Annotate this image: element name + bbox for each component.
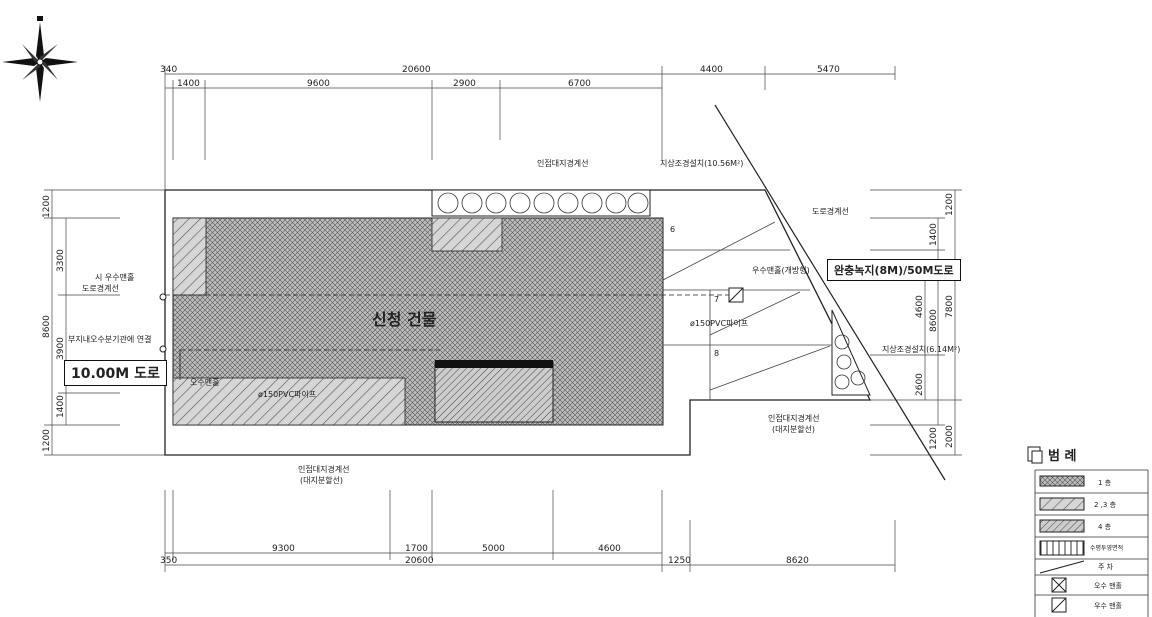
city-manhole-icon (159, 293, 167, 301)
dim-bottom-1700: 1700 (405, 544, 428, 554)
legend-swatch-7-x (1051, 597, 1067, 613)
parking-number-8: 8 (714, 349, 719, 358)
legend-label-2: 2 ,3 층 (1094, 500, 1117, 509)
dim-right-2000: 2000 (945, 425, 955, 448)
legend-swatch-2 (1039, 497, 1085, 511)
dim-bottom-350: 350 (160, 556, 177, 566)
label-city-rain-manhole: 시 우수맨홀 (95, 272, 134, 282)
north-arrow-icon (2, 16, 78, 102)
label-lot-split-bottom: (대지분할선) (300, 475, 343, 485)
label-adjacent-boundary-top: 인접대지경계선 (537, 158, 589, 168)
legend-swatch-3 (1039, 519, 1085, 533)
label-landscape-top: 지상조경설치(10.56M²) (660, 158, 743, 168)
dim-top-2900: 2900 (453, 79, 476, 89)
dim-left-1400: 1400 (56, 395, 66, 418)
green-road-label-box: 완충녹지(8M)/50M도로 (827, 259, 961, 281)
dim-bottom-5000: 5000 (482, 544, 505, 554)
label-adjacent-boundary-bottom-right: 인접대지경계선 (768, 413, 820, 423)
building-hatch-left (172, 217, 207, 296)
dim-left-8600: 8600 (42, 315, 52, 338)
building-hatch-bottom (172, 377, 406, 426)
road-boundary-line (714, 104, 946, 481)
label-rain-manhole-vent: 우수맨홀(개방형) (752, 265, 810, 275)
building-title: 신청 건물 (372, 310, 437, 329)
dim-right-8600: 8600 (929, 309, 939, 332)
dim-bottom-1250: 1250 (668, 556, 691, 566)
dim-bottom-8620: 8620 (786, 556, 809, 566)
legend-label-4: 수평투영면적 (1090, 544, 1123, 552)
dim-right-1400: 1400 (929, 223, 939, 246)
parking-number-7: 7 (714, 295, 719, 304)
bottom-dimension-lines (164, 490, 896, 572)
dim-top-9600: 9600 (307, 79, 330, 89)
legend-swatch-1 (1039, 475, 1085, 487)
dim-left-1200-top: 1200 (42, 195, 52, 218)
dim-top-4400: 4400 (700, 65, 723, 75)
dim-right-2600: 2600 (915, 373, 925, 396)
dim-top-340: 340 (160, 65, 177, 75)
top-dimension-lines (164, 66, 896, 190)
label-adjacent-boundary-bottom: 인접대지경계선 (298, 464, 350, 474)
legend-title: 범 례 (1048, 448, 1076, 464)
dim-right-1200-low: 1200 (929, 427, 939, 450)
label-lot-split-right: (대지분할선) (772, 424, 815, 434)
right-dimension-lines (870, 189, 962, 456)
legend-icon-back (1031, 450, 1043, 464)
landscape-area-right (831, 309, 871, 396)
road-label-box: 10.00M 도로 (64, 360, 167, 386)
dim-top-1400: 1400 (177, 79, 200, 89)
first-floor-strip (435, 360, 553, 368)
dim-right-7800: 7800 (945, 295, 955, 318)
label-road-boundary-right: 도로경계선 (812, 206, 849, 216)
rain-manhole-mark (728, 287, 744, 303)
legend-label-1: 1 층 (1098, 478, 1112, 487)
dim-top-5470: 5470 (817, 65, 840, 75)
label-landscape-right: 지상조경설치(6.14M²) (882, 344, 960, 354)
legend-label-3: 4 층 (1098, 522, 1112, 531)
dim-left-1200-bottom: 1200 (42, 429, 52, 452)
sewage-connection-icon (159, 345, 167, 353)
label-pvc-pipe-bottom: ø150PVC파이프 (258, 389, 316, 399)
dim-bottom-20600: 20600 (405, 556, 434, 566)
parking-number-6: 6 (670, 225, 675, 234)
tree-icons-top (437, 192, 649, 214)
dim-left-3900: 3900 (56, 337, 66, 360)
legend-label-7: 우수 맨홀 (1094, 601, 1123, 610)
label-road-boundary-left: 도로경계선 (82, 283, 119, 293)
legend: 범 례 1 층 2 ,3 층 4 층 수평투영면적 주 차 오수 맨홀 우수 맨… (1027, 446, 1149, 617)
label-pvc-pipe-right: ø150PVC파이프 (690, 318, 748, 328)
legend-swatch-6-x2 (1051, 577, 1067, 593)
label-sewage-connect: 부지내오수분기관에 연결 (68, 334, 152, 344)
site-boundary (164, 189, 872, 456)
dim-left-3300: 3300 (56, 249, 66, 272)
legend-swatch-4 (1039, 540, 1085, 556)
dim-bottom-4600: 4600 (598, 544, 621, 554)
dim-right-1200: 1200 (945, 193, 955, 216)
dim-top-6700: 6700 (568, 79, 591, 89)
legend-swatch-5 (1039, 560, 1085, 574)
tree-icons-right (834, 334, 866, 390)
dim-bottom-9300: 9300 (272, 544, 295, 554)
dim-right-4600: 4600 (915, 295, 925, 318)
dim-top-20600: 20600 (402, 65, 431, 75)
building-hatch-core (434, 361, 554, 423)
left-dimension-lines (44, 189, 165, 456)
parking-stalls (662, 221, 832, 400)
legend-label-6: 오수 맨홀 (1094, 581, 1123, 590)
rain-pipe (165, 294, 735, 380)
building-hatch-top (431, 217, 503, 252)
landscape-area-top (431, 189, 651, 217)
legend-label-5: 주 차 (1098, 562, 1114, 571)
label-sewage-manhole: 오수맨홀 (190, 377, 219, 387)
